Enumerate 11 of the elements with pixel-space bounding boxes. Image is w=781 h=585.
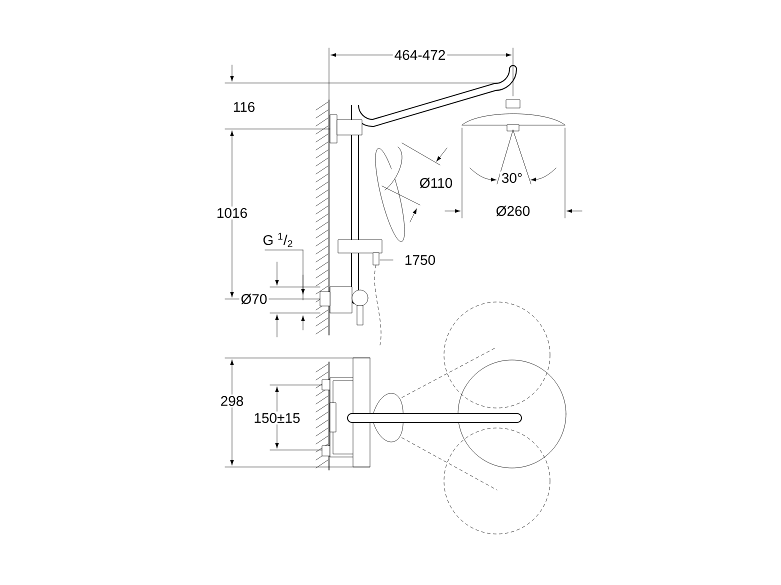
dimension-label: 30° (500, 172, 524, 184)
dimension-label: Ø70 (239, 292, 269, 306)
dimension-label: Ø110 (420, 178, 452, 188)
dimension-label: 1016 (214, 206, 250, 220)
dimension-label: 464-472 (392, 48, 448, 62)
dimension-label: 150±15 (252, 412, 302, 424)
dimension-label: 1750 (406, 255, 436, 265)
dimension-label: 116 (234, 102, 255, 112)
dimension-label: Ø260 (494, 204, 532, 218)
dimension-label: 298 (218, 394, 246, 408)
dimension-label: G $^{1}$/$_{2}$ (263, 232, 292, 248)
